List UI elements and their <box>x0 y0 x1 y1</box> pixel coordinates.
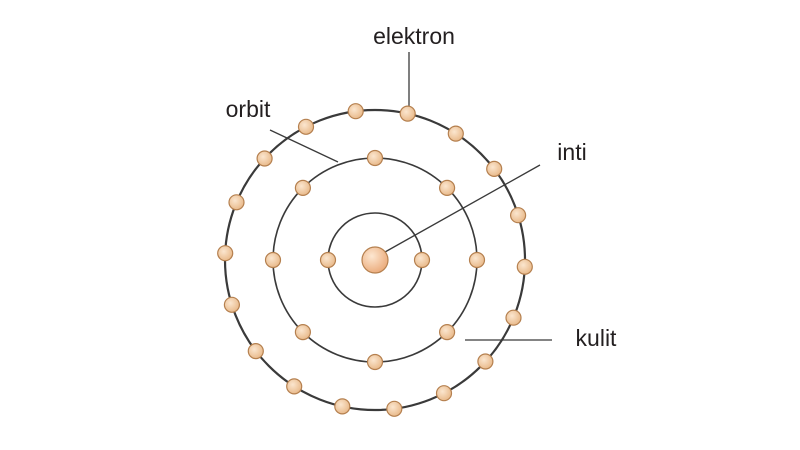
nucleus-leader-line <box>384 164 541 253</box>
electron-outer-5 <box>516 258 533 275</box>
electron-middle-5 <box>366 149 384 167</box>
electron-outer-3 <box>486 160 503 177</box>
electron-outer-14 <box>217 245 234 262</box>
nucleus <box>361 246 389 274</box>
orbit-leader-line <box>269 129 339 163</box>
electron-middle-8 <box>439 324 456 341</box>
shell-label: kulit <box>576 325 618 351</box>
electron-outer-15 <box>228 194 245 211</box>
electron-outer-1 <box>399 105 416 122</box>
electron-outer-9 <box>386 400 403 417</box>
electron-outer-7 <box>477 353 494 370</box>
electron-outer-11 <box>286 378 303 395</box>
electron-outer-6 <box>505 309 522 326</box>
electron-outer-12 <box>247 343 264 360</box>
electron-middle-7 <box>468 251 486 269</box>
orbit-label: orbit <box>226 96 271 122</box>
electron-middle-4 <box>294 179 311 196</box>
electron-middle-2 <box>294 324 311 341</box>
electron-outer-8 <box>435 385 453 402</box>
electron-outer-16 <box>256 150 273 167</box>
electron-outer-18 <box>347 103 364 120</box>
electron-inner-1 <box>413 251 431 269</box>
electron-middle-1 <box>366 353 384 371</box>
nucleus-label: inti <box>557 139 586 165</box>
electron-label: elektron <box>373 23 455 49</box>
electron-outer-13 <box>223 296 240 313</box>
electron-outer-4 <box>509 207 527 224</box>
electron-middle-3 <box>264 251 282 269</box>
electron-middle-6 <box>439 179 456 196</box>
electron-outer-17 <box>297 118 315 135</box>
electrons-group <box>217 103 533 417</box>
electron-outer-2 <box>447 125 464 142</box>
electron-outer-10 <box>334 398 351 415</box>
electron-inner-2 <box>319 251 337 269</box>
